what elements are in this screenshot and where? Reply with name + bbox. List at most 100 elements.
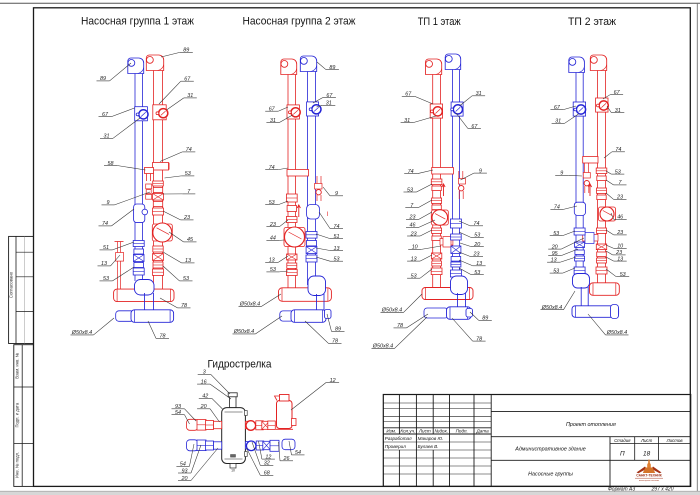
svg-text:20: 20 [473, 242, 480, 248]
svg-text:7: 7 [410, 203, 414, 209]
svg-text:7: 7 [187, 189, 191, 195]
svg-text:3: 3 [203, 370, 206, 376]
svg-text:54: 54 [180, 462, 186, 468]
svg-text:78: 78 [397, 323, 403, 329]
svg-text:16: 16 [201, 379, 207, 385]
svg-text:23: 23 [473, 252, 480, 258]
svg-text:74: 74 [186, 147, 192, 153]
svg-text:18: 18 [643, 450, 651, 457]
svg-text:53: 53 [615, 169, 621, 175]
svg-text:9: 9 [479, 168, 482, 174]
svg-text:31: 31 [187, 93, 193, 99]
svg-text:инженерные системы: инженерные системы [639, 480, 660, 482]
svg-text:Насосная группа 1 этаж: Насосная группа 1 этаж [81, 16, 194, 28]
svg-text:74: 74 [102, 221, 108, 227]
svg-text:31: 31 [404, 118, 410, 124]
svg-text:46: 46 [617, 215, 623, 221]
svg-text:74: 74 [408, 169, 414, 175]
svg-text:23: 23 [616, 230, 623, 236]
svg-text:51: 51 [103, 245, 109, 251]
svg-text:10: 10 [412, 245, 418, 251]
svg-text:Ø50х8.4: Ø50х8.4 [381, 308, 402, 314]
svg-text:Проект отопления: Проект отопления [566, 422, 616, 428]
svg-text:54: 54 [175, 410, 181, 416]
svg-text:53: 53 [620, 272, 626, 278]
svg-text:20: 20 [200, 404, 207, 410]
svg-text:67: 67 [184, 77, 191, 83]
svg-text:7: 7 [619, 180, 623, 186]
svg-text:10: 10 [617, 244, 623, 250]
svg-text:12: 12 [330, 378, 336, 384]
svg-text:53: 53 [183, 276, 189, 282]
svg-text:31: 31 [326, 101, 332, 107]
svg-text:46: 46 [410, 223, 416, 229]
svg-text:74: 74 [334, 224, 340, 230]
svg-text:I: I [327, 212, 329, 218]
svg-text:Кол.уч.: Кол.уч. [400, 429, 415, 434]
svg-text:П: П [620, 450, 625, 457]
svg-text:53: 53 [553, 231, 559, 237]
svg-text:9: 9 [560, 171, 563, 177]
svg-text:Административное здание: Административное здание [514, 447, 586, 453]
svg-text:93: 93 [182, 468, 188, 474]
svg-text:Ø50х8.4: Ø50х8.4 [233, 329, 254, 335]
svg-text:Ø50х8.4: Ø50х8.4 [372, 344, 393, 350]
svg-text:Инв. № подл.: Инв. № подл. [14, 452, 19, 478]
svg-text:ТП 1 этаж: ТП 1 этаж [418, 16, 461, 28]
svg-text:53: 53 [269, 200, 275, 206]
svg-text:Листов: Листов [666, 438, 684, 443]
svg-text:23: 23 [183, 215, 190, 221]
svg-text:23: 23 [410, 231, 417, 237]
svg-text:Насосные группы: Насосные группы [528, 472, 573, 478]
svg-text:89: 89 [329, 65, 335, 71]
svg-text:10: 10 [231, 469, 235, 473]
svg-text:13: 13 [185, 258, 191, 264]
svg-text:20: 20 [181, 476, 188, 482]
svg-text:32: 32 [264, 461, 270, 467]
svg-text:Макаров Ю.: Макаров Ю. [418, 436, 444, 441]
svg-text:20: 20 [551, 244, 558, 250]
svg-text:53: 53 [185, 171, 191, 177]
svg-text:Ø50х8.4: Ø50х8.4 [606, 330, 627, 336]
svg-text:Ø50х8.4: Ø50х8.4 [541, 305, 562, 311]
svg-text:67: 67 [405, 92, 412, 98]
svg-text:297 х 420: 297 х 420 [651, 487, 674, 493]
svg-text:Взам. инв. №: Взам. инв. № [14, 352, 19, 378]
svg-text:Гидрострелка: Гидрострелка [208, 359, 273, 371]
svg-text:67: 67 [471, 124, 478, 130]
svg-text:74: 74 [474, 221, 480, 227]
svg-text:23: 23 [409, 215, 416, 221]
svg-text:53: 53 [334, 257, 340, 263]
svg-text:67: 67 [614, 90, 621, 96]
svg-text:93: 93 [175, 404, 181, 410]
svg-text:Ø50х8.4: Ø50х8.4 [239, 302, 260, 308]
svg-text:78: 78 [160, 334, 166, 340]
svg-text:САНКТ-ТЕХНИК: САНКТ-ТЕХНИК [636, 474, 662, 478]
svg-text:31: 31 [555, 119, 561, 125]
svg-text:Формат А3: Формат А3 [608, 487, 636, 493]
svg-text:53: 53 [270, 267, 276, 273]
svg-text:89: 89 [335, 327, 341, 333]
svg-text:23: 23 [616, 195, 623, 201]
svg-text:Лист: Лист [418, 429, 431, 434]
svg-text:67: 67 [326, 93, 333, 99]
svg-text:44: 44 [270, 236, 276, 242]
svg-text:89: 89 [482, 316, 488, 322]
svg-text:ТП 2 этаж: ТП 2 этаж [568, 16, 616, 28]
svg-text:74: 74 [615, 147, 621, 153]
svg-text:78: 78 [181, 303, 187, 309]
svg-text:Изм.: Изм. [386, 429, 396, 434]
svg-text:89: 89 [100, 76, 106, 82]
svg-text:78: 78 [476, 336, 482, 342]
svg-text:67: 67 [554, 105, 561, 111]
svg-text:№док.: №док. [435, 429, 449, 434]
svg-text:Ø50х8.4: Ø50х8.4 [71, 330, 92, 336]
svg-text:Насосная группа 2 этаж: Насосная группа 2 этаж [243, 16, 356, 28]
svg-text:95: 95 [552, 251, 559, 257]
svg-text:Подп. и дата: Подп. и дата [14, 402, 19, 427]
svg-text:26: 26 [283, 456, 290, 462]
svg-text:Дата: Дата [476, 429, 490, 434]
svg-text:Проверил: Проверил [385, 444, 406, 449]
svg-text:Согласовано: Согласовано [9, 271, 14, 298]
svg-text:13: 13 [551, 258, 557, 264]
